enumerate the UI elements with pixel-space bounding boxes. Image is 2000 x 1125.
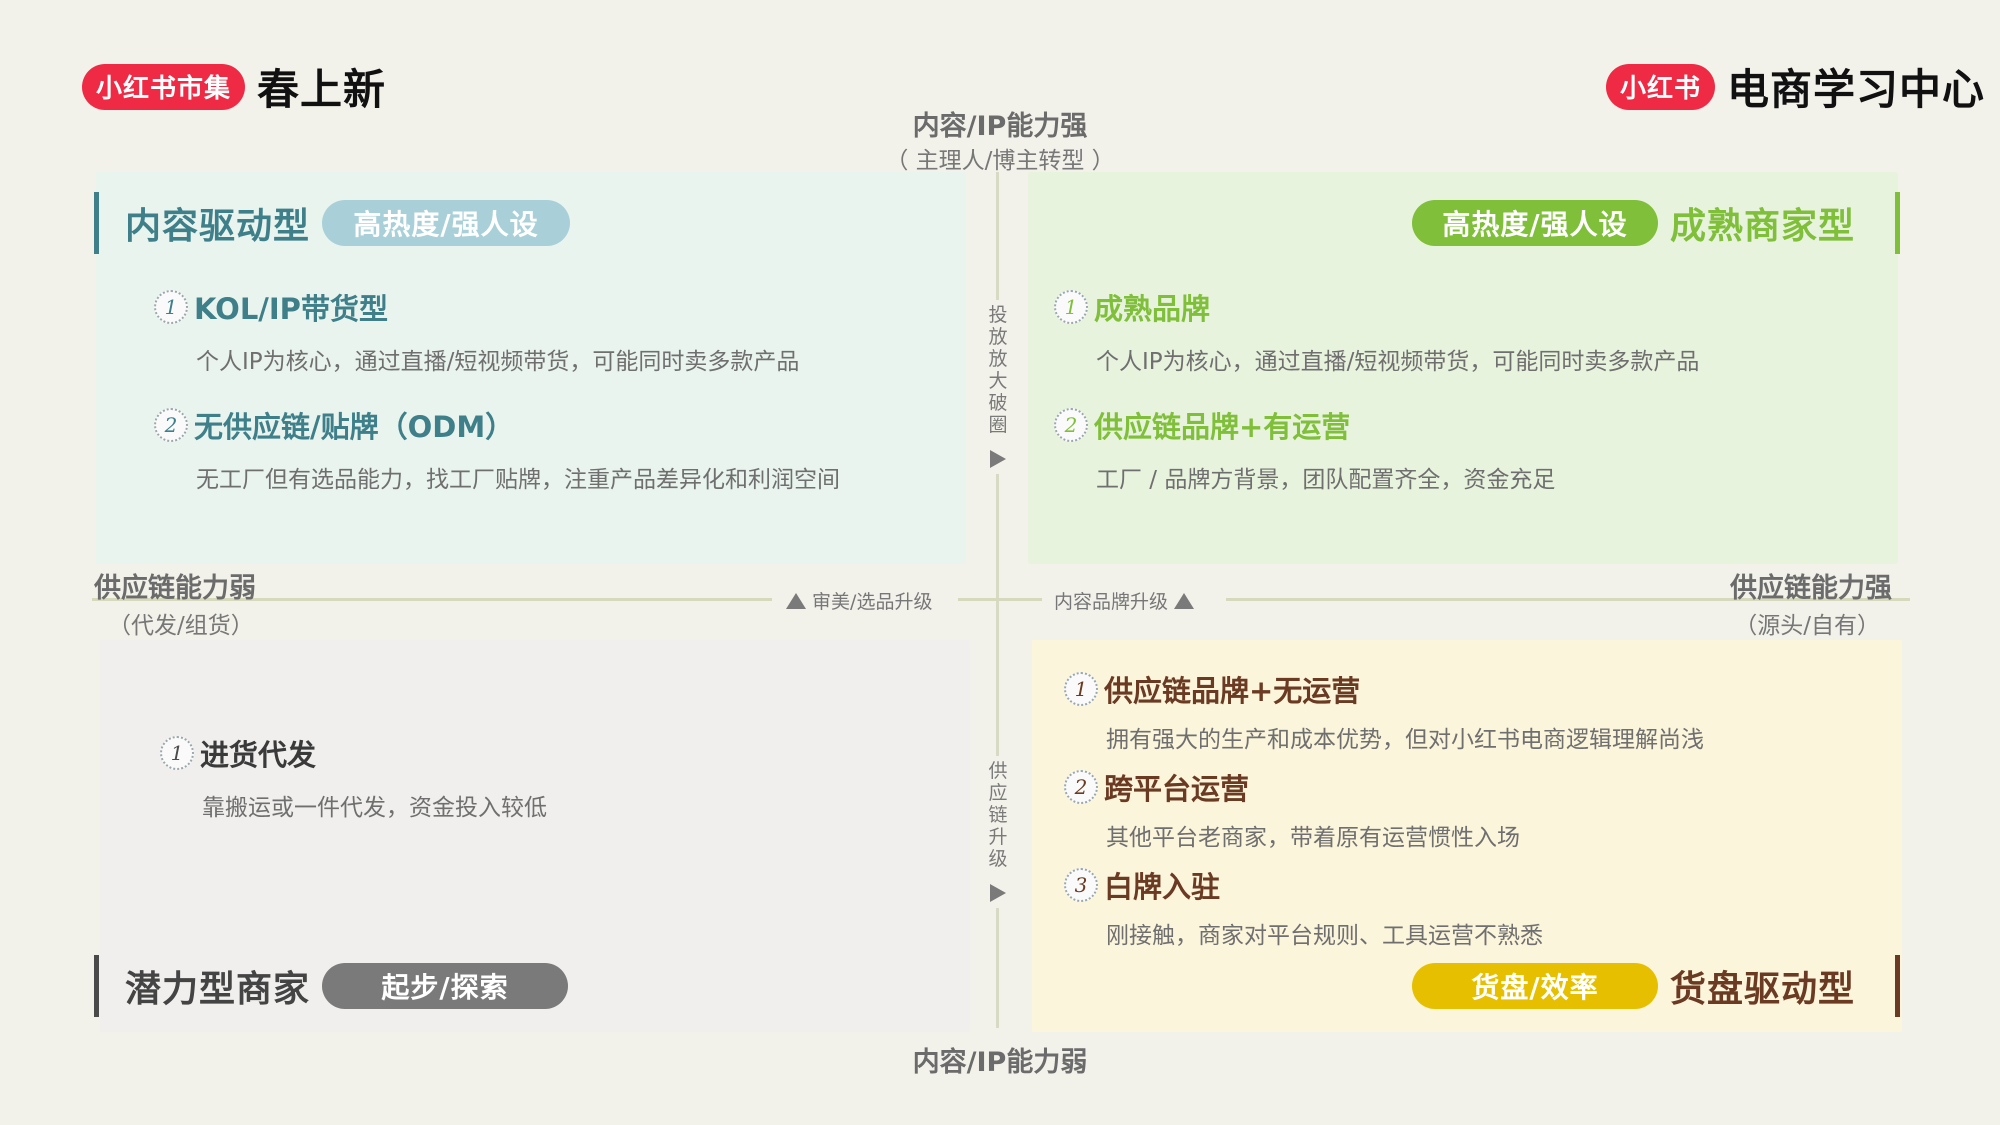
item-title: 跨平台运营 [1104, 772, 1250, 806]
right-upgrade-label: 内容品牌升级 [1044, 587, 1205, 614]
list-item: 1 KOL/IP带货型 个人IP为核心，通过直播/短视频带货，可能同时卖多款产品 [154, 286, 799, 376]
upper-vertical-label: 投放放大破圈 [982, 300, 1014, 474]
list-item: 2 供应链品牌+有运营 工厂 / 品牌方背景，团队配置齐全，资金充足 [1054, 404, 1555, 494]
category-mature-merchant: 高热度/强人设 成熟商家型 [1411, 192, 1900, 254]
list-item: 1 进货代发 靠搬运或一件代发，资金投入较低 [160, 732, 547, 822]
item-title: 成熟品牌 [1094, 292, 1211, 326]
list-item: 3 白牌入驻 刚接触，商家对平台规则、工具运营不熟悉 [1064, 864, 1543, 950]
category-tag: 货盘/效率 [1411, 963, 1658, 1009]
xiaohongshu-badge: 小红书 [1606, 63, 1716, 110]
number-badge: 1 [1064, 672, 1098, 706]
category-title: 货盘驱动型 [1669, 969, 1855, 1010]
number-badge: 3 [1064, 868, 1098, 902]
item-title: 供应链品牌+无运营 [1104, 674, 1361, 708]
left-axis-title: 供应链能力弱 [94, 573, 256, 604]
category-accent-bar [1895, 955, 1900, 1017]
right-upgrade-text: 内容品牌升级 [1054, 591, 1169, 613]
item-description: 靠搬运或一件代发，资金投入较低 [202, 795, 547, 821]
bottom-axis-title: 内容/IP能力弱 [912, 1047, 1088, 1078]
number-badge: 1 [160, 736, 194, 770]
horizontal-axis-line-left [92, 598, 772, 601]
lower-vertical-label: 供应链升级 [982, 756, 1014, 908]
left-upgrade-text: 审美/选品升级 [812, 591, 933, 613]
left-axis-label: 供应链能力弱 [94, 566, 256, 605]
list-item: 2 跨平台运营 其他平台老商家，带着原有运营惯性入场 [1064, 766, 1520, 852]
category-title: 内容驱动型 [125, 206, 311, 247]
bottom-axis-label: 内容/IP能力弱 [0, 1040, 2000, 1079]
item-title: KOL/IP带货型 [194, 292, 388, 326]
list-item: 2 无供应链/贴牌（ODM） 无工厂但有选品能力，找工厂贴牌，注重产品差异化和利… [154, 404, 840, 494]
category-tag: 高热度/强人设 [322, 200, 571, 246]
number-badge: 2 [1064, 770, 1098, 804]
category-inventory-driven: 货盘/效率 货盘驱动型 [1411, 955, 1900, 1017]
category-content-driven: 内容驱动型 高热度/强人设 [94, 192, 571, 254]
up-arrow-icon [1174, 593, 1195, 609]
left-logo-text: 春上新 [257, 65, 387, 114]
item-description: 拥有强大的生产和成本优势，但对小红书电商逻辑理解尚浅 [1106, 727, 1704, 753]
category-title: 成熟商家型 [1669, 206, 1855, 247]
right-arrow-icon [990, 450, 1006, 468]
right-logo: 小红书 电商学习中心 [1606, 56, 1985, 117]
category-accent-bar [94, 192, 99, 254]
top-axis-title: 内容/IP能力强 [912, 111, 1088, 142]
top-axis-subtitle: （ 主理人/博主转型 ） [885, 148, 1115, 174]
item-title: 进货代发 [200, 738, 317, 772]
horizontal-axis-line-center [958, 598, 1042, 601]
category-potential-merchant: 潜力型商家 起步/探索 [94, 955, 569, 1017]
right-axis-label: 供应链能力强 [1730, 566, 1892, 605]
up-arrow-icon [786, 593, 806, 609]
left-upgrade-label: 审美/选品升级 [776, 587, 943, 614]
item-description: 无工厂但有选品能力，找工厂贴牌，注重产品差异化和利润空间 [196, 467, 840, 493]
item-description: 其他平台老商家，带着原有运营惯性入场 [1106, 825, 1520, 851]
left-axis-subtitle-wrap: （代发/组货） [108, 606, 254, 640]
upper-vertical-text: 投放放大破圈 [988, 304, 1008, 436]
number-badge: 2 [154, 408, 188, 442]
list-item: 1 供应链品牌+无运营 拥有强大的生产和成本优势，但对小红书电商逻辑理解尚浅 [1064, 668, 1704, 754]
category-title: 潜力型商家 [125, 969, 311, 1010]
number-badge: 1 [1054, 290, 1088, 324]
left-logo: 小红书市集 春上新 [82, 56, 386, 117]
item-title: 无供应链/贴牌（ODM） [194, 410, 515, 444]
right-logo-text: 电商学习中心 [1727, 65, 1986, 114]
item-title: 供应链品牌+有运营 [1094, 410, 1351, 444]
list-item: 1 成熟品牌 个人IP为核心，通过直播/短视频带货，可能同时卖多款产品 [1054, 286, 1699, 376]
number-badge: 2 [1054, 408, 1088, 442]
number-badge: 1 [154, 290, 188, 324]
right-axis-subtitle: （源头/自有） [1734, 613, 1880, 639]
category-tag: 起步/探索 [322, 963, 569, 1009]
category-tag: 高热度/强人设 [1411, 200, 1658, 246]
right-axis-title: 供应链能力强 [1730, 573, 1892, 604]
left-axis-subtitle: （代发/组货） [108, 613, 254, 639]
right-axis-subtitle-wrap: （源头/自有） [1734, 606, 1880, 640]
category-accent-bar [1895, 192, 1900, 254]
category-accent-bar [94, 955, 99, 1017]
right-arrow-icon [990, 884, 1006, 902]
xiaohongshu-market-badge: 小红书市集 [82, 63, 246, 110]
item-description: 刚接触，商家对平台规则、工具运营不熟悉 [1106, 923, 1543, 949]
item-description: 个人IP为核心，通过直播/短视频带货，可能同时卖多款产品 [1096, 349, 1700, 375]
top-axis-label: 内容/IP能力强 （ 主理人/博主转型 ） [0, 104, 2000, 175]
horizontal-axis-line-right [1226, 598, 1910, 601]
item-title: 白牌入驻 [1104, 870, 1221, 904]
lower-vertical-text: 供应链升级 [988, 760, 1008, 870]
item-description: 个人IP为核心，通过直播/短视频带货，可能同时卖多款产品 [196, 349, 800, 375]
item-description: 工厂 / 品牌方背景，团队配置齐全，资金充足 [1096, 467, 1556, 493]
